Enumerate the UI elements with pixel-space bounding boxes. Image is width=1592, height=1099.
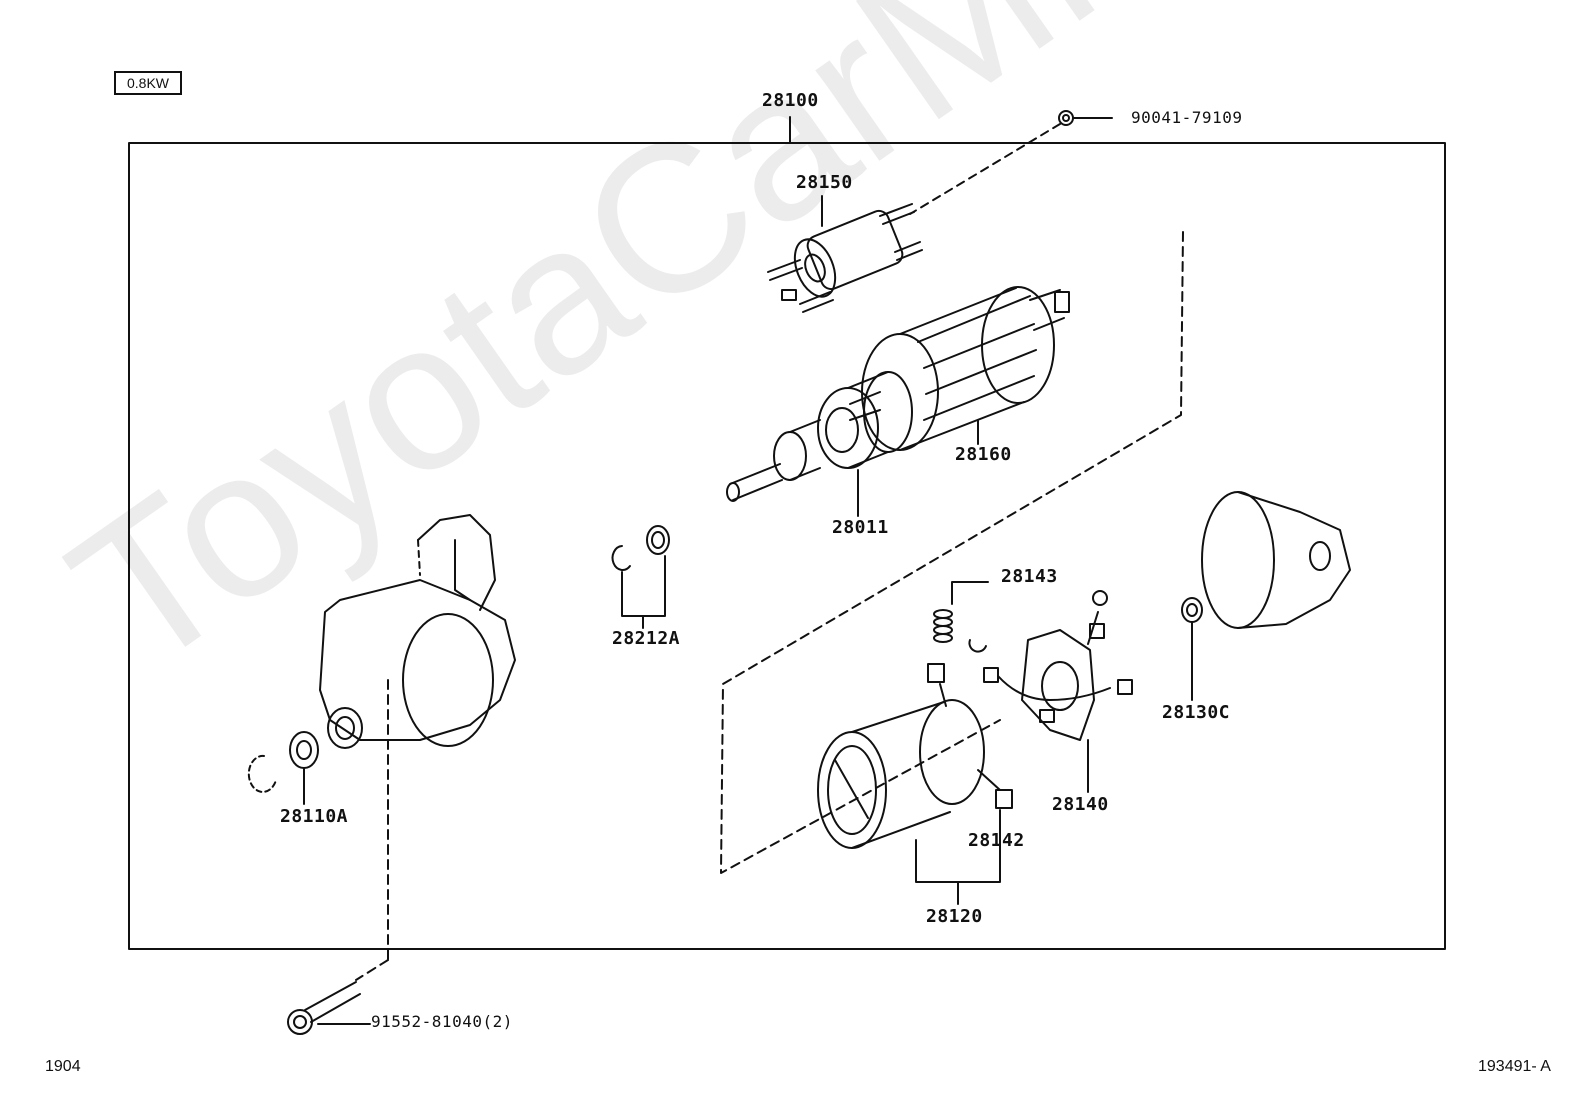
part-label-solenoid: 28150 [796,172,853,193]
part-label-bolt: 91552-81040(2) [371,1012,513,1031]
part-label-yoke: 28120 [926,906,983,927]
solenoid-drawing [767,203,923,313]
nut-drawing [909,110,1113,215]
brush-holder-drawing [983,590,1133,741]
part-label-armature: 28160 [955,444,1012,465]
end-frame-drawing [1181,491,1351,629]
yoke-drawing [817,663,1013,849]
part-label-brush-spring: 28143 [1001,566,1058,587]
part-label-brush: 28142 [968,830,1025,851]
footer-right-code: 193491- A [1478,1058,1551,1075]
footer-left-code: 1904 [45,1058,81,1075]
assembly-frame [128,142,1446,950]
clutch-drawing [726,371,913,502]
part-label-drive-housing: 28110A [280,806,349,827]
part-label-clutch: 28011 [832,517,889,538]
drive-housing-drawing [247,514,516,981]
part-label-brush-holder: 28140 [1052,794,1109,815]
internal-dashed-box [720,231,1184,874]
part-label-assembly: 28100 [762,90,819,111]
armature-drawing [849,286,1070,451]
power-rating-box: 0.8KW [114,71,182,95]
part-label-nut: 90041-79109 [1131,108,1243,127]
ring-kit-drawing [611,525,670,629]
part-label-end-bushing: 28130C [1162,702,1231,723]
part-label-ring-kit: 28212A [612,628,681,649]
bolt-drawing [287,981,371,1035]
brush-spring-drawing [933,581,989,653]
